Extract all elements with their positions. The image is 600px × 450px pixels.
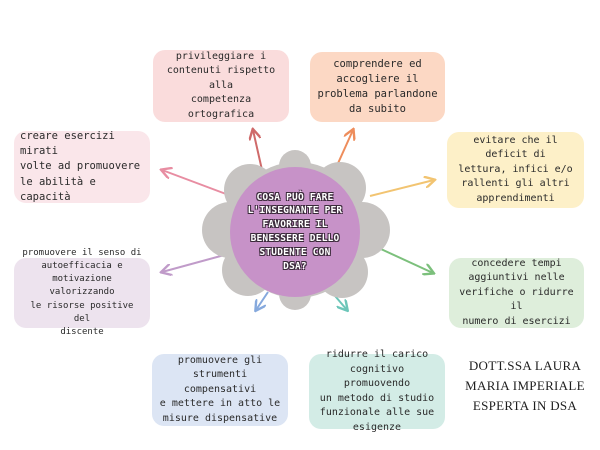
node-line: funzionale alle sue (319, 407, 435, 418)
node-line: le risorse positive del (30, 300, 134, 324)
node-line: da subito (349, 103, 406, 116)
node-line: e mettere in atto le (159, 398, 281, 410)
node-autoefficacia: promuovere il senso di autoefficacia e m… (14, 248, 150, 337)
node-line: verifiche o ridurre il (459, 286, 574, 313)
node-esercizi: creare esercizi mirati volte ad promuove… (14, 129, 150, 203)
node-line: strumenti compensativi (183, 369, 257, 395)
author-signature: DOTT.SSA LAURA MARIA IMPERIALE ESPERTA I… (462, 356, 588, 416)
node-deficit: evitare che il deficit di lettura, infic… (447, 132, 584, 208)
node-line: problema parlandone (317, 88, 438, 100)
node-line: accogliere il (336, 72, 419, 85)
node-line: motivazione valorizzando (49, 274, 115, 298)
signature-line: DOTT.SSA LAURA (468, 358, 582, 373)
node-line: concedere tempi (471, 257, 562, 269)
center-line: BENESSERE DELLO (250, 233, 340, 244)
center-line: DSA? (283, 260, 307, 272)
node-line: rallenti gli altri (461, 178, 570, 190)
node-line: un metodo di studio (319, 392, 435, 404)
node-line: misure dispensative (162, 412, 278, 424)
node-line: ridurre il carico (325, 349, 429, 360)
node-tempi: concedere tempi aggiuntivi nelle verific… (449, 258, 584, 328)
center-line: COSA PUÒ FARE (256, 191, 334, 203)
center-line: FAVORIRE IL (262, 219, 328, 231)
arrow-strumenti (256, 291, 269, 310)
signature-line: ESPERTA IN DSA (472, 398, 578, 414)
center-line: STUDENTE CON (259, 246, 331, 258)
center-line: L'INSEGNANTE PER (247, 205, 343, 217)
arrow-contenuti (253, 130, 263, 171)
node-line: creare esercizi mirati (20, 129, 115, 158)
node-line: ortografica (187, 108, 255, 120)
node-line: privileggiare i (175, 50, 267, 62)
node-contenuti: privileggiare i contenuti rispetto alla … (153, 50, 289, 122)
node-line: autoefficacia e (41, 261, 123, 272)
arrow-deficit (369, 180, 434, 197)
node-line: aggiuntivi nelle (468, 272, 565, 284)
arrow-autoefficacia (162, 253, 229, 272)
central-question: COSA PUÒ FARE L'INSEGNANTE PER FAVORIRE … (230, 167, 360, 297)
node-line: competenza (190, 94, 252, 106)
signature-line: MARIA IMPERIALE (465, 378, 585, 394)
node-line: volte ad promuovere (20, 160, 141, 173)
node-line: lettura, infici e/o (458, 163, 573, 175)
node-line: le abilità e capacità (20, 175, 96, 203)
node-line: apprendimenti (476, 192, 555, 204)
node-line: promuovere gli (177, 354, 263, 366)
node-line: evitare che il deficit di (473, 134, 558, 161)
arrow-esercizi (162, 170, 227, 195)
node-carico: ridurre il carico cognitivo promuovendo … (309, 349, 445, 433)
node-line: comprendere ed (333, 57, 422, 70)
node-line: contenuti rispetto alla (166, 65, 276, 91)
node-line: discente (60, 326, 104, 337)
node-line: promuovere il senso di (22, 248, 142, 259)
node-strumenti: promuovere gli strumenti compensativi e … (152, 354, 288, 426)
node-line: cognitivo promuovendo (343, 363, 411, 390)
node-line: esigenze (352, 421, 402, 433)
node-comprendere: comprendere ed accogliere il problema pa… (310, 52, 445, 122)
node-line: numero di esercizi (462, 315, 571, 327)
